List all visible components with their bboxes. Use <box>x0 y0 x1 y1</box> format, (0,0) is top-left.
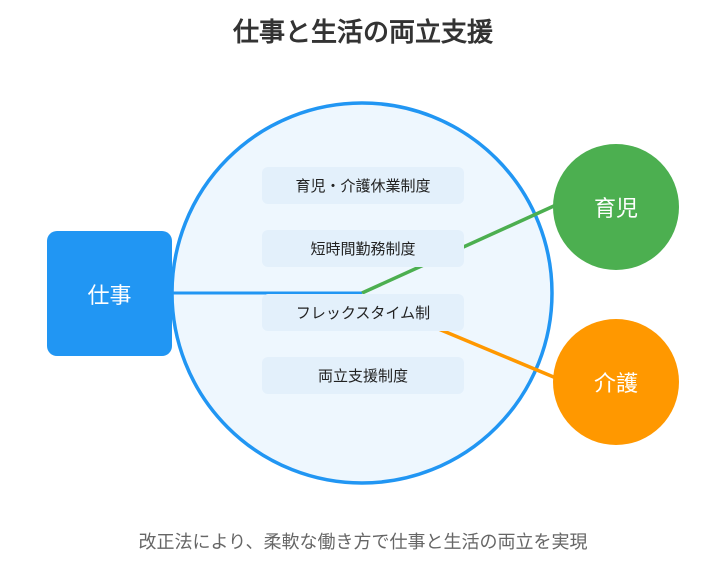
system-box-leave: 育児・介護休業制度 <box>262 167 464 204</box>
system-box-support: 両立支援制度 <box>262 357 464 394</box>
system-box-short-hours: 短時間勤務制度 <box>262 230 464 267</box>
work-node: 仕事 <box>47 231 172 356</box>
nursing-node: 介護 <box>553 319 679 445</box>
system-box-flextime: フレックスタイム制 <box>262 294 464 331</box>
childcare-node: 育児 <box>553 144 679 270</box>
page-title: 仕事と生活の両立支援 <box>232 18 493 48</box>
caption: 改正法により、柔軟な働き方で仕事と生活の両立を実現 <box>138 532 588 553</box>
